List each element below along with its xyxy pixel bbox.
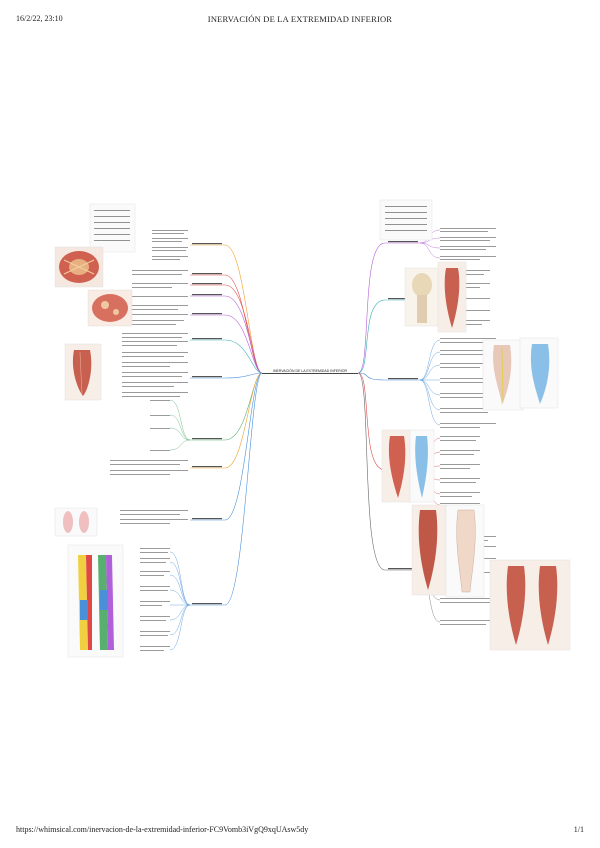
- connector-right-3: [357, 372, 386, 381]
- illustration-calf-muscles: [411, 504, 447, 596]
- page-number: 1/1: [573, 825, 584, 834]
- connector-left-3: [224, 284, 263, 374]
- illustration-dermatome-small: [54, 507, 98, 537]
- illustration-nerve-table-left: [89, 203, 136, 253]
- illustration-leg-blue: [519, 337, 559, 409]
- connector-left-6: [224, 339, 263, 374]
- connector-right-2: [357, 299, 386, 374]
- illustration-dermatome-colored: [67, 544, 124, 658]
- connector-left-10: [224, 372, 263, 521]
- illustration-nerve-table-right: [379, 199, 433, 241]
- illustration-lower-leg-muscles: [489, 559, 571, 651]
- connector-left-9: [224, 372, 263, 469]
- illustration-pelvis-red: [54, 246, 104, 288]
- connector-right-1: [357, 242, 386, 374]
- illustration-knee-bones: [404, 267, 441, 327]
- page-title: INERVACIÓN DE LA EXTREMIDAD INFERIOR: [207, 14, 393, 24]
- illustration-leg-nerves-red: [381, 429, 413, 503]
- connector-left-11: [224, 372, 263, 606]
- connector-left-4: [224, 295, 263, 374]
- illustration-thigh-muscles: [64, 343, 102, 401]
- page-url: https://whimsical.com/inervacion-de-la-e…: [16, 825, 309, 834]
- print-date: 16/2/22, 23:10: [16, 14, 63, 23]
- mind-map-central-node[interactable]: INERVACIÓN DE LA EXTREMIDAD INFERIOR: [262, 369, 358, 375]
- illustration-thigh-nerves: [482, 339, 524, 411]
- illustration-leg-nerves-blue: [409, 429, 435, 503]
- illustration-leg-outline: [445, 504, 485, 598]
- connector-left-5: [224, 314, 263, 374]
- connector-left-7: [224, 372, 263, 379]
- illustration-leg-muscles-1: [437, 261, 467, 333]
- connector-right-4: [357, 372, 386, 471]
- illustration-hip-red: [87, 289, 133, 327]
- connector-right-5: [357, 372, 386, 571]
